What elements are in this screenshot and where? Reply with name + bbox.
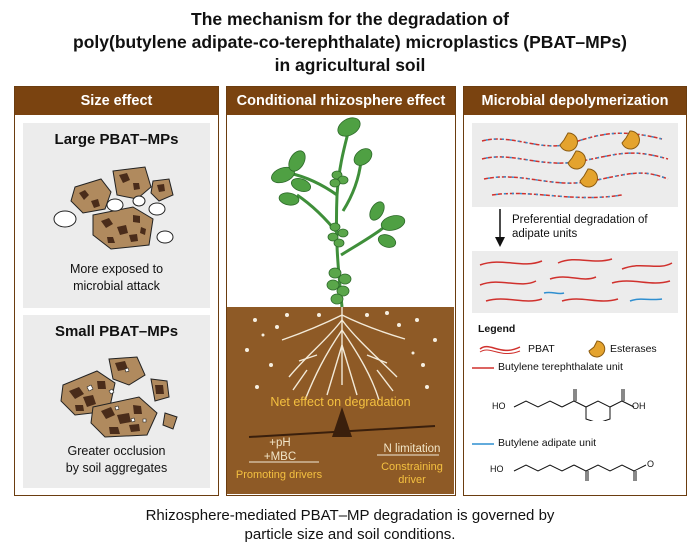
microbial-panel: Microbial depolymerization — [463, 86, 687, 496]
microbial-header: Microbial depolymerization — [464, 87, 686, 115]
small-mps-caption-line1: Greater occlusion — [67, 444, 166, 458]
intact-polymer-box — [472, 123, 678, 207]
legend-pbat-icon — [479, 345, 521, 355]
small-mps-box: Small PBAT–MPs Gre — [23, 315, 210, 488]
large-mps-box: Large PBAT–MPs More exp — [23, 123, 210, 308]
seesaw-beam — [248, 425, 436, 438]
soil-particles — [245, 311, 437, 389]
footer-line2: particle size and soil conditions. — [244, 526, 456, 543]
constraining-label-line1: Constraining — [381, 461, 443, 473]
seed-pods — [326, 170, 352, 305]
large-mps-caption-line2: microbial attack — [73, 279, 160, 293]
promoting-drivers-label: Promoting drivers — [235, 469, 323, 481]
legend-esterase-icon — [588, 340, 606, 358]
down-arrow-icon — [495, 209, 505, 247]
constraining-label-line2: driver — [398, 474, 426, 486]
legend-terephthalate-line — [472, 367, 494, 369]
chem-o-label: O — [647, 459, 655, 469]
diagram-title-line2: poly(butylene adipate-co-terephthalate) … — [73, 32, 627, 52]
diagram-title-line3: in agricultural soil — [274, 55, 426, 75]
root-system — [281, 307, 406, 401]
large-particles-illustration — [53, 166, 174, 250]
net-effect-label: Net effect on degradation — [270, 395, 411, 409]
arrow-text-line1: Preferential degradation of — [512, 214, 648, 226]
driver-mbc: +MBC — [263, 451, 297, 463]
legend-adipate-label: Butylene adipate unit — [498, 437, 597, 449]
chem-ho-label: HO — [492, 401, 506, 411]
footer-line1: Rhizosphere-mediated PBAT–MP degradation… — [145, 507, 555, 524]
small-mps-title: Small PBAT–MPs — [54, 323, 179, 340]
intact-pbat-chains — [481, 130, 669, 199]
large-mps-caption-line1: More exposed to — [69, 262, 164, 276]
size-effect-panel: Size effect Large PBAT–MPs — [14, 86, 219, 496]
arrow-text-line2: adipate units — [512, 228, 578, 240]
degraded-pbat-fragments — [479, 258, 673, 302]
rhizosphere-header: Conditional rhizosphere effect — [227, 87, 455, 115]
legend-title: Legend — [478, 323, 516, 335]
plant-leaves — [271, 117, 406, 248]
legend-pbat-label: PBAT — [528, 343, 555, 355]
chem-ho2-label: HO — [490, 464, 504, 474]
terephthalate-structure — [513, 389, 635, 421]
legend-esterases-label: Esterases — [610, 343, 657, 355]
adipate-structure — [513, 464, 647, 481]
small-mps-caption-line2: by soil aggregates — [65, 461, 168, 475]
size-effect-header: Size effect — [15, 87, 218, 115]
small-particles-illustration — [60, 356, 178, 438]
legend-terephthalate-label: Butylene terephthalate unit — [498, 361, 623, 373]
soil-layer — [227, 307, 454, 494]
seesaw-fulcrum — [332, 407, 352, 437]
degraded-polymer-box — [472, 251, 678, 313]
diagram-title-line1: The mechanism for the degradation of — [191, 9, 509, 29]
driver-n-limitation: N limitation — [383, 443, 441, 455]
plant-soil-illustration — [227, 117, 454, 494]
legend-adipate-line — [472, 443, 494, 445]
rhizosphere-panel: Conditional rhizosphere effect — [226, 86, 456, 496]
driver-ph: +pH — [269, 437, 291, 449]
large-mps-title: Large PBAT–MPs — [54, 131, 179, 148]
esterase-enzymes — [559, 130, 640, 188]
chem-oh-label: OH — [632, 401, 646, 411]
